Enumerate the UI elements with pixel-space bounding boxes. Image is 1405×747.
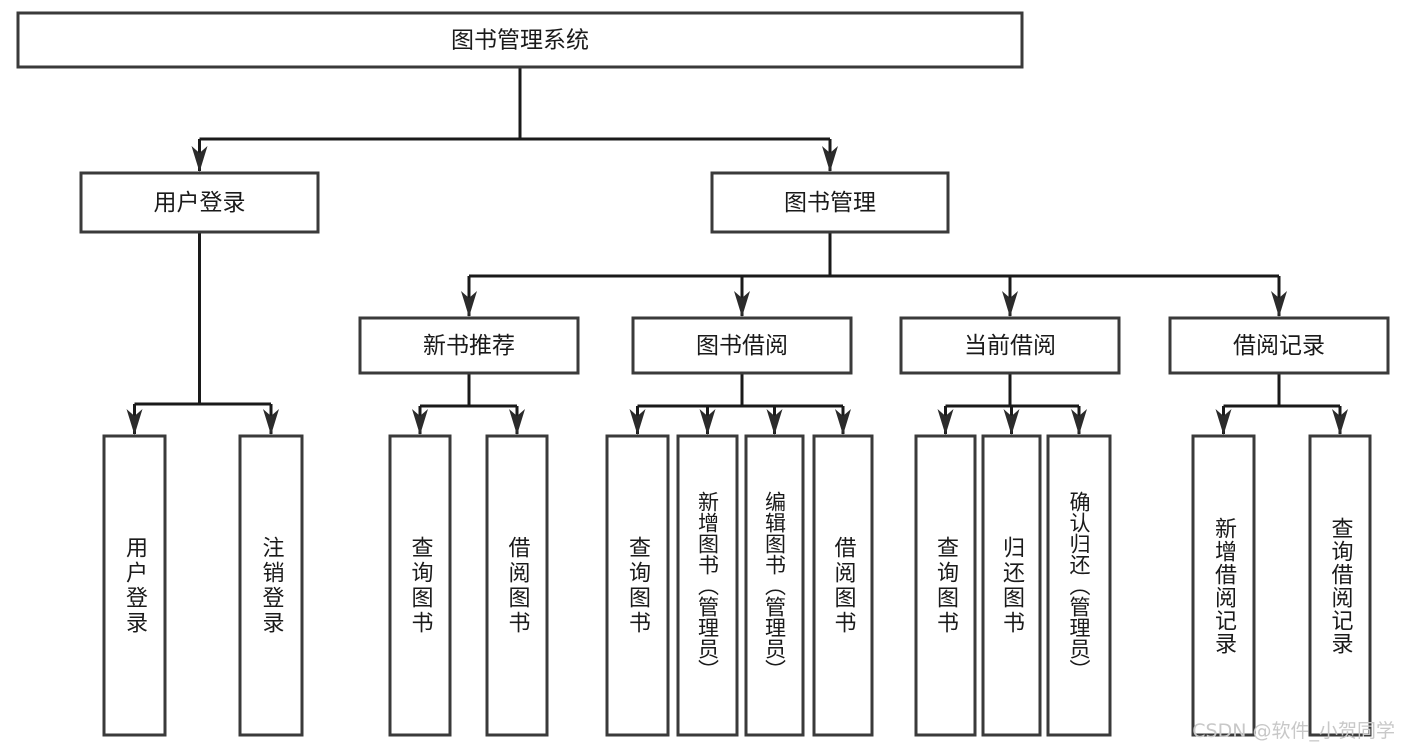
arrow-head-icon xyxy=(509,409,525,435)
node-level2-1-label: 图书管理 xyxy=(784,190,876,216)
node-level3-3[interactable] xyxy=(1168,316,1390,375)
node-level3-0[interactable] xyxy=(358,316,580,375)
node-level3-1[interactable] xyxy=(631,316,853,375)
node-level3-2-label: 当前借阅 xyxy=(964,333,1056,359)
node-leaf-2[interactable] xyxy=(388,434,452,737)
arrow-head-icon xyxy=(1332,409,1348,435)
node-level3-2[interactable] xyxy=(899,316,1121,375)
node-level3-0-label: 新书推荐 xyxy=(423,333,515,359)
csdn-watermark: CSDN @软件_小贺同学 xyxy=(1192,720,1395,742)
node-leaf-0[interactable] xyxy=(102,434,167,737)
arrow-head-icon xyxy=(1002,291,1018,317)
arrow-head-icon xyxy=(734,291,750,317)
node-leaf-7[interactable] xyxy=(812,434,874,737)
node-leaf-6[interactable] xyxy=(744,434,805,737)
arrow-head-icon xyxy=(835,409,851,435)
arrow-head-icon xyxy=(263,409,279,435)
arrow-head-icon xyxy=(1071,409,1087,435)
arrow-head-icon xyxy=(412,409,428,435)
node-leaf-4[interactable] xyxy=(605,434,670,737)
arrow-head-icon xyxy=(1271,291,1287,317)
node-leaf-3[interactable] xyxy=(485,434,549,737)
arrow-head-icon xyxy=(629,409,646,435)
arrow-head-icon xyxy=(699,409,716,435)
arrow-head-icon xyxy=(461,291,477,317)
connector-lines xyxy=(126,67,1348,435)
node-leaf-1[interactable] xyxy=(238,434,304,737)
node-level3-1-label: 图书借阅 xyxy=(696,333,788,359)
arrow-head-icon xyxy=(822,146,838,172)
node-root[interactable] xyxy=(16,11,1024,69)
node-level2-0[interactable] xyxy=(79,171,320,234)
arrow-head-icon xyxy=(1003,409,1020,435)
node-leaf-12[interactable] xyxy=(1308,434,1372,737)
arrow-head-icon xyxy=(1215,409,1232,435)
node-leaf-5[interactable] xyxy=(676,434,739,737)
node-level2-0-label: 用户登录 xyxy=(154,190,246,216)
arrow-head-icon xyxy=(937,409,954,435)
node-boxes xyxy=(16,11,1390,737)
node-leaf-8[interactable] xyxy=(914,434,977,737)
node-leaf-9[interactable] xyxy=(981,434,1042,737)
node-root-label: 图书管理系统 xyxy=(451,28,589,54)
arrow-head-icon xyxy=(126,409,143,435)
arrow-head-icon xyxy=(766,409,783,435)
node-leaf-11[interactable] xyxy=(1191,434,1256,737)
node-level2-1[interactable] xyxy=(710,171,950,234)
arrow-head-icon xyxy=(191,146,208,172)
node-level3-3-label: 借阅记录 xyxy=(1233,333,1325,359)
node-leaf-10[interactable] xyxy=(1046,434,1112,737)
